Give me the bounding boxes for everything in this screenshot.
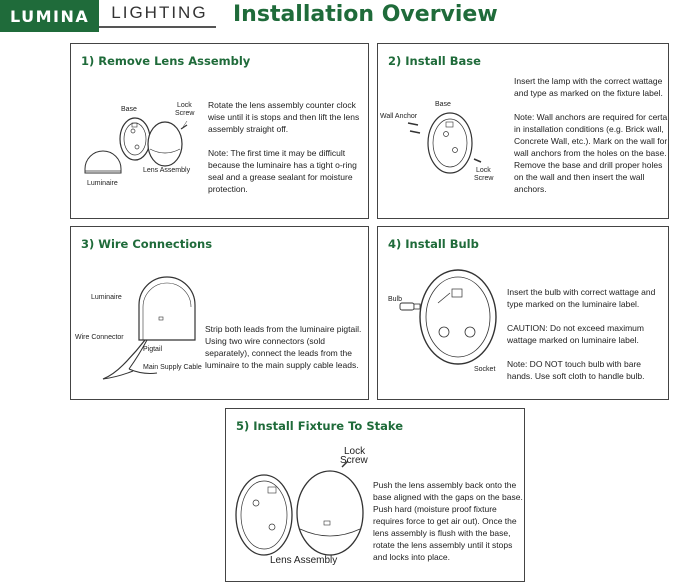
step-3-label-wire-connector: Wire Connector xyxy=(75,334,124,341)
step-1-title: 1) Remove Lens Assembly xyxy=(81,54,251,68)
step-2-title: 2) Install Base xyxy=(388,54,481,68)
step-2-label-base: Base xyxy=(435,101,451,108)
step-1-label-luminaire: Luminaire xyxy=(87,180,118,187)
step-3-panel: 3) Wire Connections Luminaire Wire Conne… xyxy=(70,226,369,400)
step-4-label-bulb: Bulb xyxy=(388,296,402,303)
brand-logo-lumina: LUMINA xyxy=(0,0,100,32)
step-2-label-lock: Lock xyxy=(476,167,491,174)
step-5-label-screw: Screw xyxy=(340,455,369,466)
step-1-panel: 1) Remove Lens Assembly Base Lock Screw … xyxy=(70,43,369,219)
step-2-illustration: Base Wall Anchor Lock Screw xyxy=(380,101,494,182)
step-1-text: Rotate the lens assembly counter clock w… xyxy=(208,100,360,194)
step-3-label-luminaire: Luminaire xyxy=(91,294,122,301)
step-5-panel: 5) Install Fixture To Stake Lock Screw L… xyxy=(225,408,525,582)
step-3-label-main-supply-cable: Main Supply Cable xyxy=(143,364,202,371)
step-1-label-screw: Screw xyxy=(175,110,195,117)
page-title: Installation Overview xyxy=(233,2,498,27)
step-3-text: Strip both leads from the luminaire pigt… xyxy=(205,324,362,370)
step-4-illustration: Bulb Socket xyxy=(388,269,497,373)
step-5-label-lock: Lock xyxy=(344,446,366,457)
step-4-label-socket: Socket xyxy=(474,366,495,373)
step-4-title: 4) Install Bulb xyxy=(388,237,479,251)
step-3-illustration: Luminaire Wire Connector Pigtail Main Su… xyxy=(75,276,202,380)
step-2-text: Insert the lamp with the correct wattage… xyxy=(514,76,668,194)
brand-logo-lighting: LIGHTING xyxy=(99,0,216,28)
step-3-title: 3) Wire Connections xyxy=(81,237,213,251)
step-5-text: Push the lens assembly back onto the bas… xyxy=(373,480,523,562)
step-1-label-lock: Lock xyxy=(177,102,192,109)
step-5-label-lens-assembly: Lens Assembly xyxy=(270,555,337,566)
step-2-label-screw: Screw xyxy=(474,175,494,182)
step-5-title: 5) Install Fixture To Stake xyxy=(236,419,403,433)
step-4-text: Insert the bulb with correct wattage and… xyxy=(507,287,656,381)
brand-logo: LUMINA LIGHTING xyxy=(0,0,216,32)
step-3-label-pigtail: Pigtail xyxy=(143,346,163,353)
step-1-illustration: Base Lock Screw Luminaire Lens Assembly xyxy=(84,102,195,187)
step-5-illustration: Lock Screw Lens Assembly xyxy=(235,446,369,566)
step-4-panel: 4) Install Bulb Bulb Socket Insert the b… xyxy=(377,226,669,400)
step-2-panel: 2) Install Base Base Wall Anchor Lock Sc… xyxy=(377,43,669,219)
step-2-label-wall-anchor: Wall Anchor xyxy=(380,113,418,120)
step-1-label-base: Base xyxy=(121,106,137,113)
step-1-label-lens-assembly: Lens Assembly xyxy=(143,167,191,174)
